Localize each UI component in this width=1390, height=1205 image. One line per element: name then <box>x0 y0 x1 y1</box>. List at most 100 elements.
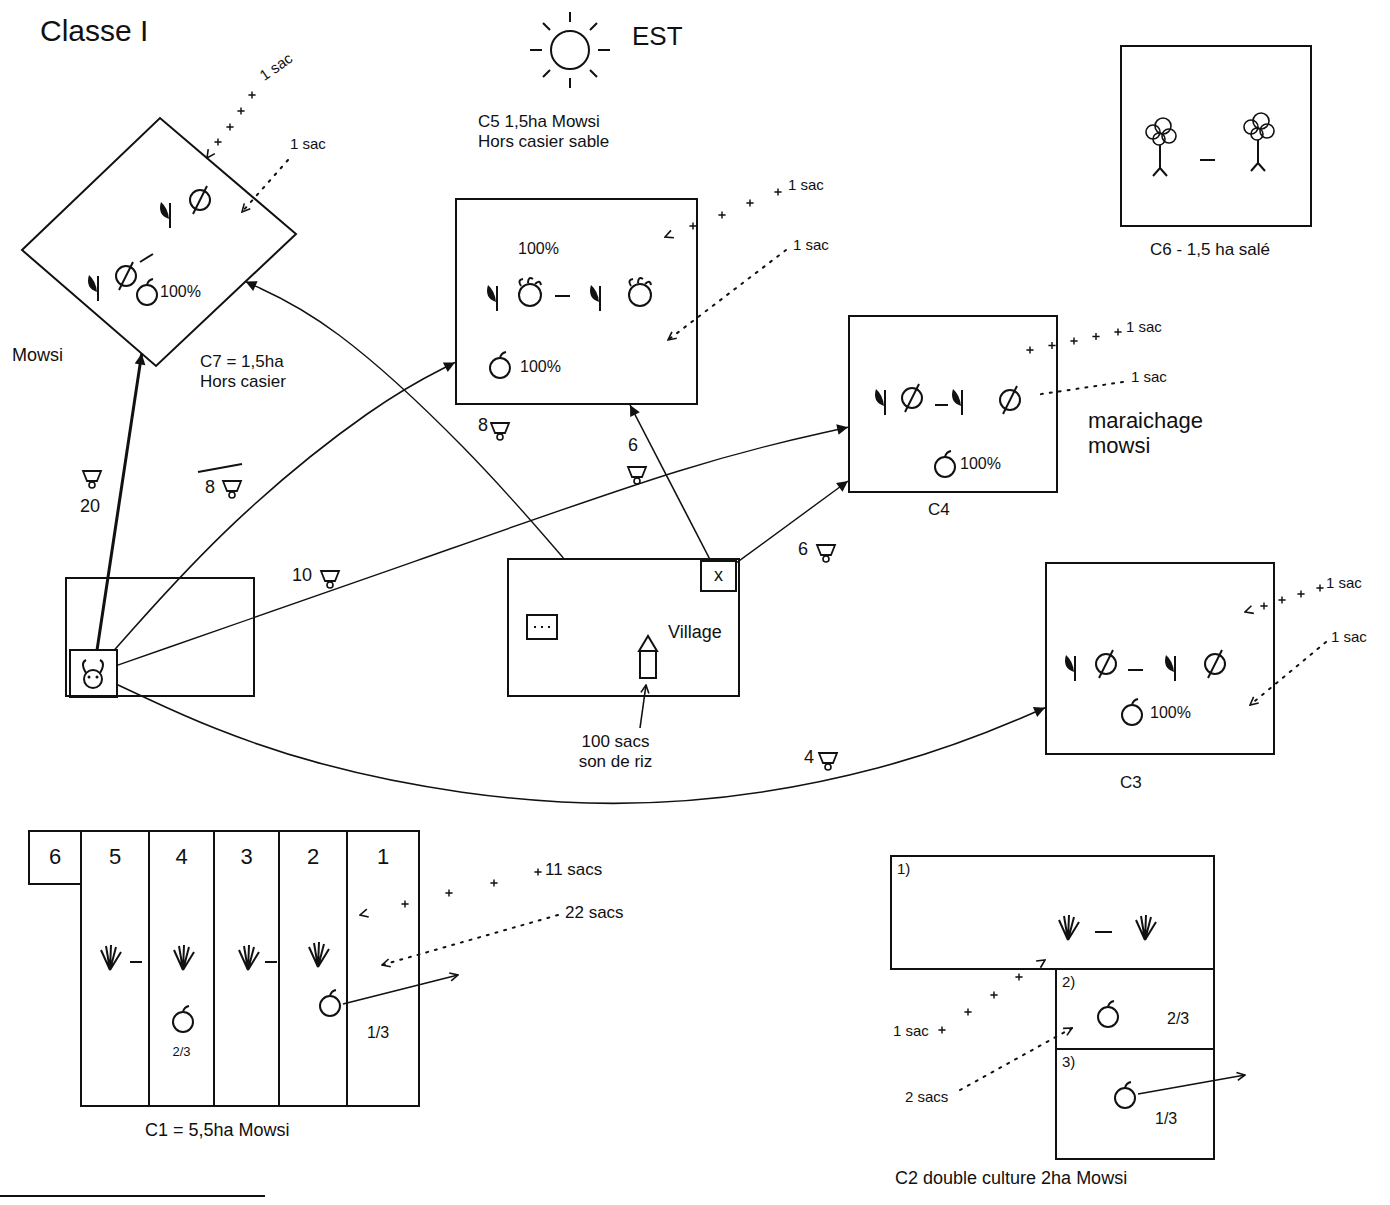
dash-mark <box>265 961 277 963</box>
crop-symbol <box>190 186 210 214</box>
tree-symbol <box>1146 118 1176 176</box>
diamond-border <box>22 118 296 366</box>
note-label: maraichage mowsi <box>1088 408 1238 459</box>
trip-count: 8 <box>203 478 217 498</box>
village-mark-box: x <box>700 560 737 592</box>
dotted-leader <box>242 160 288 212</box>
plot-cell: 3)1/3 <box>1055 1050 1215 1160</box>
crop-symbol <box>1000 386 1020 414</box>
dotted-leader <box>1035 382 1123 395</box>
sun-rays <box>530 12 610 88</box>
node-text: 100% <box>960 455 1001 473</box>
plot-cell: 5 <box>82 832 150 1105</box>
rule-line <box>0 1195 265 1197</box>
fruit-symbol <box>173 1006 193 1032</box>
node-text: 100% <box>1150 704 1191 722</box>
plus-leader <box>207 95 252 158</box>
plot-cell: 3 <box>215 832 280 1105</box>
trip-count: 6 <box>626 436 640 456</box>
trip-count: 20 <box>78 497 102 517</box>
plus-leader <box>360 872 538 915</box>
node-text: Village <box>668 622 722 643</box>
note-label: 1 sac <box>290 135 326 152</box>
flow-arrow <box>737 481 848 562</box>
node-text: C3 <box>1120 773 1142 793</box>
dash-mark <box>1128 669 1143 671</box>
crop-symbol <box>88 275 98 301</box>
crop-symbol <box>487 285 497 311</box>
plus-leader <box>942 960 1045 1030</box>
export-arrow <box>343 975 458 1004</box>
cow-box <box>70 650 117 697</box>
parcel-box: C1 = 5,5ha Mowsi6542/33211/3 <box>80 830 420 1107</box>
cattle-pen <box>65 577 255 697</box>
grass-symbol <box>1059 915 1079 940</box>
note-label: 1 sac <box>893 1022 929 1039</box>
node-text: 4 <box>150 844 213 869</box>
node-text: 1) <box>897 860 910 877</box>
node-text: C7 = 1,5ha Hors casier <box>200 352 300 391</box>
note-label: 1 sac <box>1331 628 1367 645</box>
note-label: 22 sacs <box>565 903 624 923</box>
diagram-title: Classe I <box>40 14 148 49</box>
cart-symbol <box>491 423 509 440</box>
grass-symbol <box>101 945 121 970</box>
node-text: 1/3 <box>358 1024 398 1042</box>
fruit-symbol <box>320 990 340 1016</box>
plot-cell: 1 1/3 <box>348 832 418 1105</box>
node-text: 1 <box>348 844 418 869</box>
note-label: 1 sac <box>256 49 295 84</box>
note-label: Mowsi <box>12 345 63 366</box>
dotted-leader <box>1250 642 1326 705</box>
dotted-leader <box>668 250 786 340</box>
plot-cell: 1) <box>890 855 1215 970</box>
fruit-symbol <box>1115 1082 1135 1108</box>
export-arrow <box>1138 1075 1245 1094</box>
house-roof <box>639 636 657 651</box>
dash-mark <box>140 254 153 262</box>
note-label: 1 sac <box>793 236 829 253</box>
crop-symbol <box>1205 650 1225 678</box>
crop-symbol <box>1096 650 1116 678</box>
fruit-symbol <box>935 451 955 477</box>
overline-mark <box>198 464 242 472</box>
fruit-symbol <box>1098 1001 1118 1027</box>
flow-arrow <box>246 282 564 558</box>
dash-mark <box>555 295 570 297</box>
cart-symbol <box>321 571 339 588</box>
village-box: Village x <box>507 558 740 697</box>
sun-disc <box>551 31 589 69</box>
plot-cell: 2 <box>280 832 348 1105</box>
cart-symbol <box>817 545 835 562</box>
tree-symbol <box>1244 113 1274 171</box>
node-text: 100% <box>518 240 559 258</box>
parcel-box: 100%C3 <box>1045 562 1275 755</box>
node-text: x <box>702 565 735 586</box>
flow-arrow <box>117 684 1045 803</box>
crop-symbol <box>519 278 541 306</box>
plus-leader <box>1030 332 1118 350</box>
crop-symbol <box>629 278 651 306</box>
node-text: C4 <box>928 500 950 520</box>
crop-symbol <box>1165 655 1175 681</box>
sun-symbol <box>530 12 610 88</box>
note-label: 100 sacs son de riz <box>568 732 663 771</box>
node-text: 2 <box>280 844 346 869</box>
grass-symbol <box>174 945 194 970</box>
cart-symbol <box>83 471 101 488</box>
trip-count: 6 <box>796 540 810 560</box>
parcel-box: C6 - 1,5 ha salé <box>1120 45 1312 227</box>
crop-symbol <box>160 202 170 228</box>
node-text: 2/3 <box>150 1045 213 1060</box>
node-text: C6 - 1,5 ha salé <box>1150 240 1270 260</box>
trip-count: 10 <box>290 566 314 586</box>
grass-symbol <box>1136 915 1156 940</box>
node-text: 2) <box>1062 973 1075 990</box>
node-text: 100% <box>520 358 561 376</box>
parcel-box: 100%C4 <box>848 315 1058 493</box>
plot-cell: 6 <box>28 830 82 885</box>
dash-mark <box>935 404 948 406</box>
crop-symbol <box>952 389 962 415</box>
cow-symbol <box>84 670 102 688</box>
fruit-symbol <box>137 279 157 305</box>
